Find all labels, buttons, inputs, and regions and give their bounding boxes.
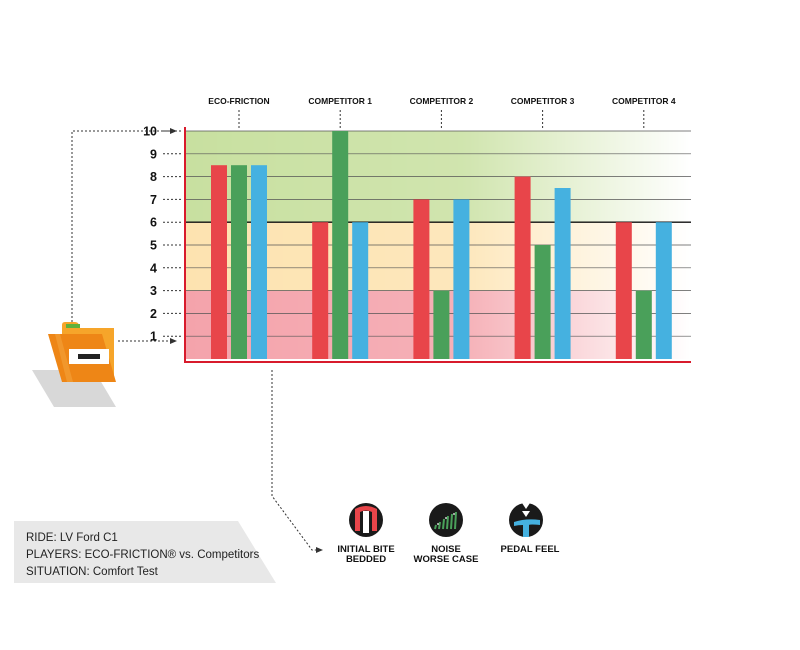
legend-label-line1: NOISE — [431, 544, 461, 555]
bar — [312, 222, 329, 359]
legend-label-line2: BEDDED — [346, 554, 386, 565]
category-label: COMPETITOR 3 — [511, 96, 575, 106]
y-tick-label: 3 — [150, 284, 157, 298]
info-ride: RIDE: LV Ford C1 — [26, 532, 118, 544]
pedal-icon — [509, 503, 543, 537]
category-labels: ECO-FRICTION COMPETITOR 1 COMPETITOR 2 COMP… — [208, 96, 676, 130]
bar — [514, 176, 531, 359]
legend-label-line1: PEDAL FEEL — [501, 544, 560, 555]
category-label: COMPETITOR 1 — [308, 96, 372, 106]
brake-caliper-icon — [349, 503, 383, 537]
info-situation: SITUATION: Comfort Test — [26, 566, 159, 578]
noise-icon — [429, 503, 463, 537]
axes — [184, 127, 691, 363]
legend-label-line2: WORSE CASE — [414, 554, 479, 565]
bar — [332, 131, 349, 359]
folder-connector — [71, 128, 177, 344]
bar — [251, 165, 267, 359]
y-tick-label: 7 — [150, 193, 157, 207]
y-tick-label: 9 — [150, 147, 157, 161]
info-players: PLAYERS: ECO-FRICTION® vs. Competitors — [26, 549, 259, 561]
bar — [534, 245, 551, 359]
bar — [231, 165, 247, 359]
score-band — [185, 222, 691, 291]
bar — [352, 222, 369, 359]
legend-label-line1: INITIAL BITE — [337, 544, 394, 555]
category-label: COMPETITOR 2 — [410, 96, 474, 106]
y-tick-label: 4 — [150, 261, 157, 275]
gridlines — [185, 130, 691, 337]
bar — [453, 199, 470, 359]
y-tick-label: 8 — [150, 170, 157, 184]
info-box: RIDE: LV Ford C1 PLAYERS: ECO-FRICTION® … — [14, 521, 276, 583]
bar — [413, 199, 430, 359]
y-tick-label: 6 — [150, 216, 157, 230]
bar — [211, 165, 227, 359]
y-tick-label: 5 — [150, 239, 157, 253]
bar — [635, 290, 652, 359]
legend: INITIAL BITE BEDDED NOISE WORSE CASE PED… — [337, 503, 560, 565]
category-label: COMPETITOR 4 — [612, 96, 676, 106]
bar — [554, 188, 571, 359]
legend-connector — [271, 370, 323, 553]
y-tick-label: 2 — [150, 307, 157, 321]
folder-icon — [32, 322, 116, 407]
bar — [615, 222, 632, 359]
y-tick-label: 1 — [150, 330, 157, 344]
bar — [655, 222, 672, 359]
bar — [433, 290, 450, 359]
category-label: ECO-FRICTION — [208, 96, 269, 106]
bar-group — [211, 131, 672, 359]
